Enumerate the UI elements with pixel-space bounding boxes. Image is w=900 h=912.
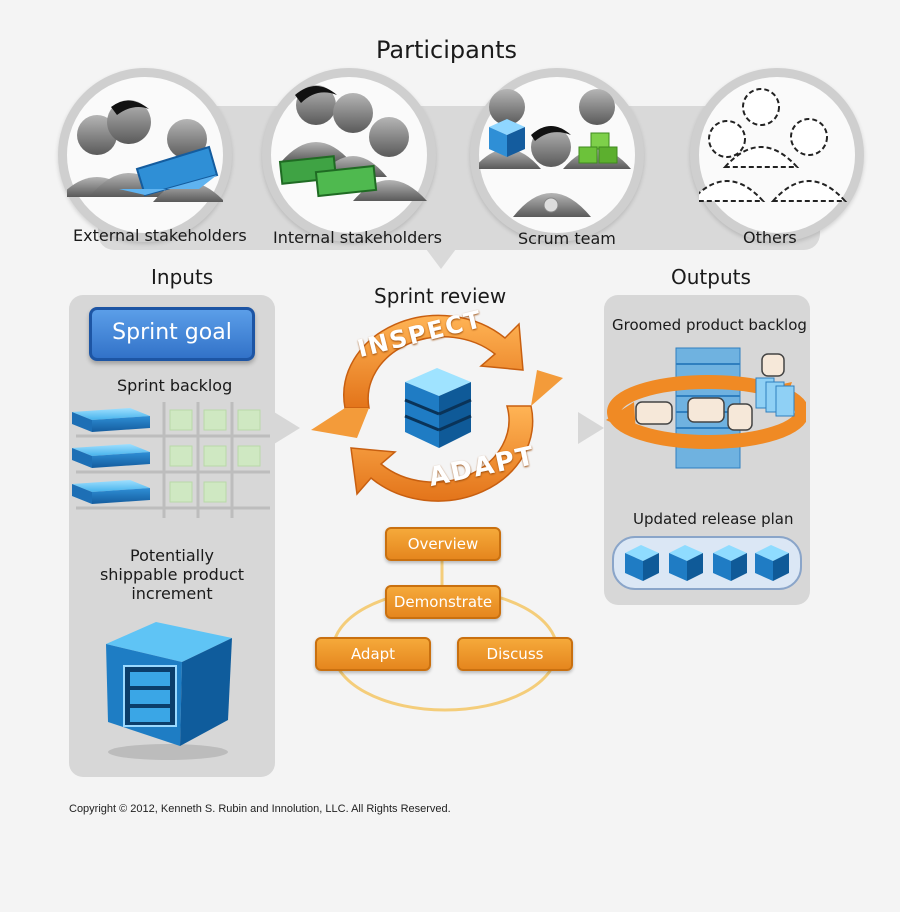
sprint-backlog-label: Sprint backlog (117, 376, 233, 395)
others-circle (690, 68, 864, 242)
groomed-backlog-graphic (606, 347, 806, 469)
increment-line-1: Potentially (129, 546, 214, 565)
overview-step: Overview (385, 527, 501, 561)
discuss-step: Discuss (457, 637, 573, 671)
sprint-review-title: Sprint review (374, 284, 507, 308)
others-icon (699, 88, 848, 202)
increment-line-3: increment (131, 584, 213, 603)
release-plan-label: Updated release plan (633, 510, 794, 528)
external-stakeholders-icon (67, 100, 223, 202)
participants-title: Participants (376, 36, 517, 64)
scrum-team-label: Scrum team (518, 229, 616, 248)
scrum-team-icon (479, 89, 631, 217)
copyright-notice: Copyright © 2012, Kenneth S. Rubin and I… (69, 803, 451, 815)
internal-stakeholders-circle (262, 68, 436, 242)
increment-label: Potentially shippable product increment (92, 546, 252, 603)
sprint-backlog-grid (72, 402, 270, 518)
inspect-adapt-cycle (311, 314, 563, 502)
participants-pointer (426, 249, 456, 269)
outputs-title: Outputs (671, 265, 751, 289)
adapt-step: Adapt (315, 637, 431, 671)
demonstrate-step: Demonstrate (385, 585, 501, 619)
review-steps-ring (331, 558, 559, 712)
inputs-arrow (274, 412, 300, 444)
increment-line-2: shippable product (99, 565, 245, 584)
sprint-goal-box: Sprint goal (89, 307, 255, 361)
internal-stakeholders-icon (278, 85, 427, 201)
product-increment-cube (106, 622, 232, 760)
outputs-arrow (578, 412, 604, 444)
internal-stakeholders-label: Internal stakeholders (273, 228, 442, 247)
inputs-title: Inputs (151, 265, 214, 289)
groomed-backlog-label: Groomed product backlog (612, 316, 807, 334)
others-label: Others (743, 228, 797, 247)
scrum-team-circle (470, 68, 644, 242)
release-plan-graphic (612, 536, 802, 590)
external-stakeholders-circle (58, 68, 232, 242)
external-stakeholders-label: External stakeholders (73, 226, 247, 245)
